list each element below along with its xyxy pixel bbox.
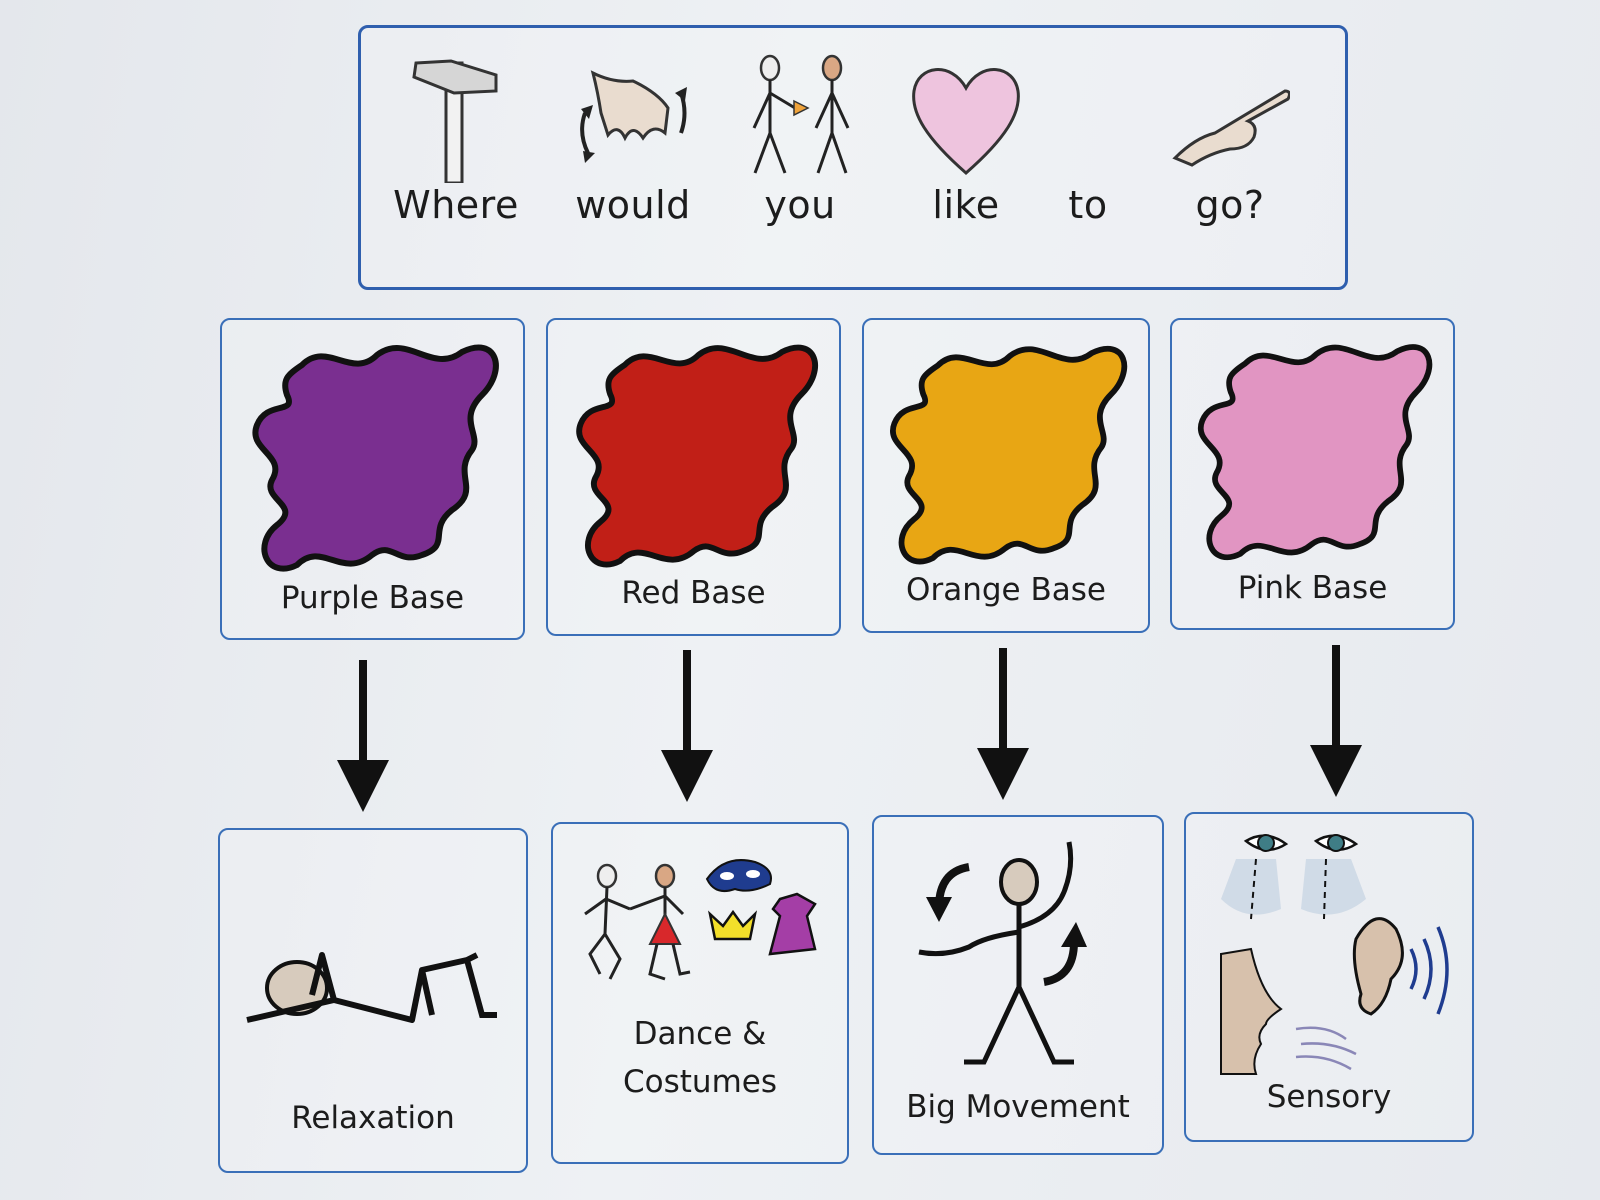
word-like: like [886,28,1046,287]
word-go: go? [1150,28,1310,287]
activity-label-line2: Costumes [623,1064,777,1100]
base-card-orange[interactable]: Orange Base [862,318,1150,633]
two-people-pointing-icon [752,54,850,174]
lying-person-icon [246,952,497,1023]
paint-splash-icon [576,344,819,568]
activity-card-relaxation[interactable]: Relaxation [218,828,528,1173]
word-would: would [553,28,713,287]
activity-card-sensory[interactable]: Sensory [1184,812,1474,1142]
activity-card-big-movement[interactable]: Big Movement [872,815,1164,1155]
base-label: Red Base [621,575,766,611]
activity-label: Big Movement [906,1089,1130,1125]
dance-costumes-icon [584,859,817,981]
word-you: you [720,28,880,287]
activity-label: Relaxation [291,1100,455,1136]
moving-person-icon [918,841,1087,1065]
base-card-purple[interactable]: Purple Base [220,318,525,640]
paint-splash-icon [1197,344,1433,561]
activity-label-line1: Dance & [633,1016,767,1052]
word-to: to [1068,183,1108,227]
base-card-pink[interactable]: Pink Base [1170,318,1455,630]
down-arrow-icon [1310,645,1362,797]
signpost-icon [412,59,498,183]
question-strip: Where would [358,25,1348,290]
activity-label: Sensory [1266,1079,1392,1115]
base-label: Purple Base [280,580,465,616]
base-card-red[interactable]: Red Base [546,318,841,636]
paint-splash-icon [890,345,1128,565]
down-arrow-icon [661,650,713,802]
heart-icon [912,68,1020,175]
pointing-hand-icon [1172,89,1290,167]
base-label: Orange Base [906,572,1106,608]
down-arrow-icon [337,660,389,812]
down-arrow-icon [977,648,1029,800]
base-label: Pink Base [1237,570,1388,606]
senses-icon [1220,834,1449,1075]
paint-splash-icon [252,344,499,572]
activity-card-dance-costumes[interactable]: Dance & Costumes [551,822,849,1164]
word-where: Where [376,28,536,287]
hand-icon [580,70,687,163]
